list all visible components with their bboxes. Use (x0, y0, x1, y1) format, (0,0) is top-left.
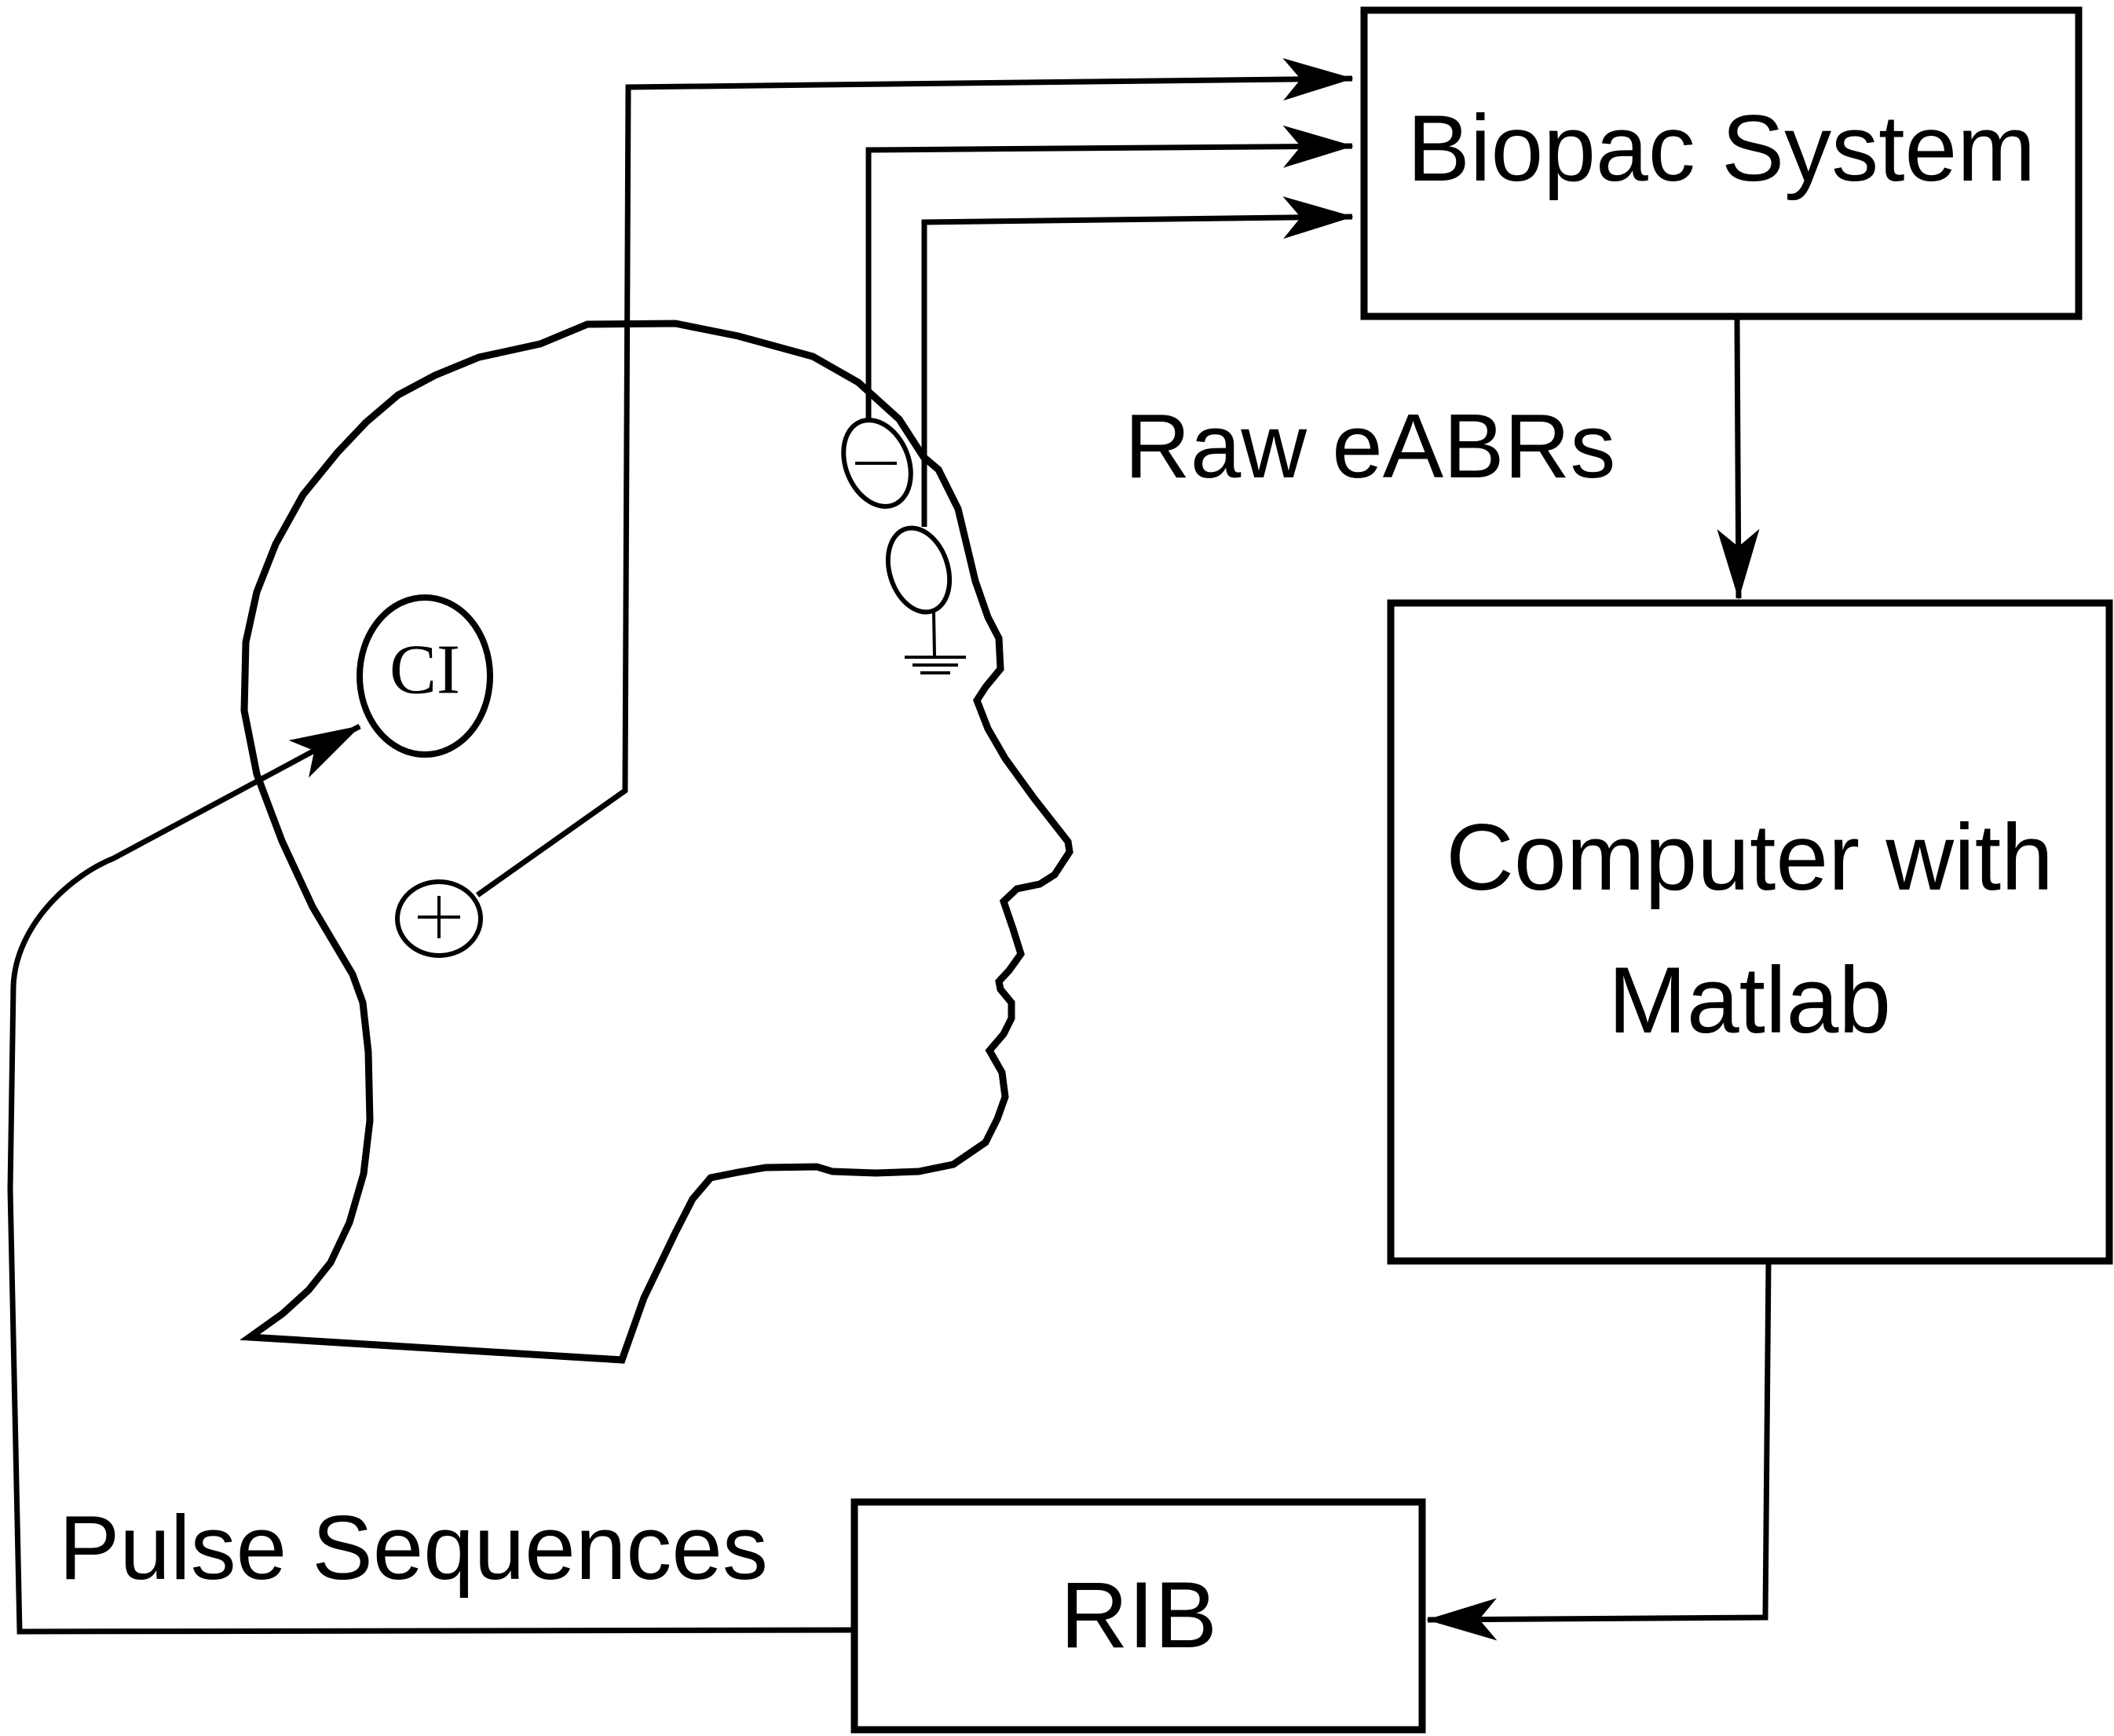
raw-eabrs-label: Raw eABRs (1125, 395, 1615, 497)
ci-implant-circle (357, 594, 493, 758)
head-silhouette (240, 320, 1073, 1364)
ground-electrode-wire (921, 196, 1354, 527)
computer-label-line2: Matlab (1608, 948, 1891, 1053)
computer-label-line1: Computer with (1446, 805, 2054, 910)
raw-eabrs-arrow (1717, 319, 1760, 600)
rib-box (850, 1498, 1426, 1734)
biopac-system-box (1360, 6, 2083, 320)
ground-symbol (905, 612, 966, 674)
biopac-system-label: Biopac System (1407, 96, 2035, 201)
rib-label: RIB (1060, 1562, 1217, 1668)
computer-to-rib-arrow (1426, 1263, 1772, 1641)
ci-label: CI (390, 631, 460, 709)
ground-electrode (885, 525, 953, 615)
pulse-sequences-label: Pulse Sequences (59, 1497, 768, 1599)
negative-electrode-wire (865, 125, 1354, 421)
negative-electrode (841, 418, 913, 509)
pulse-sequences-wire (7, 723, 852, 1635)
positive-electrode (395, 879, 483, 958)
positive-electrode-wire (475, 58, 1354, 897)
computer-box (1387, 599, 2113, 1265)
